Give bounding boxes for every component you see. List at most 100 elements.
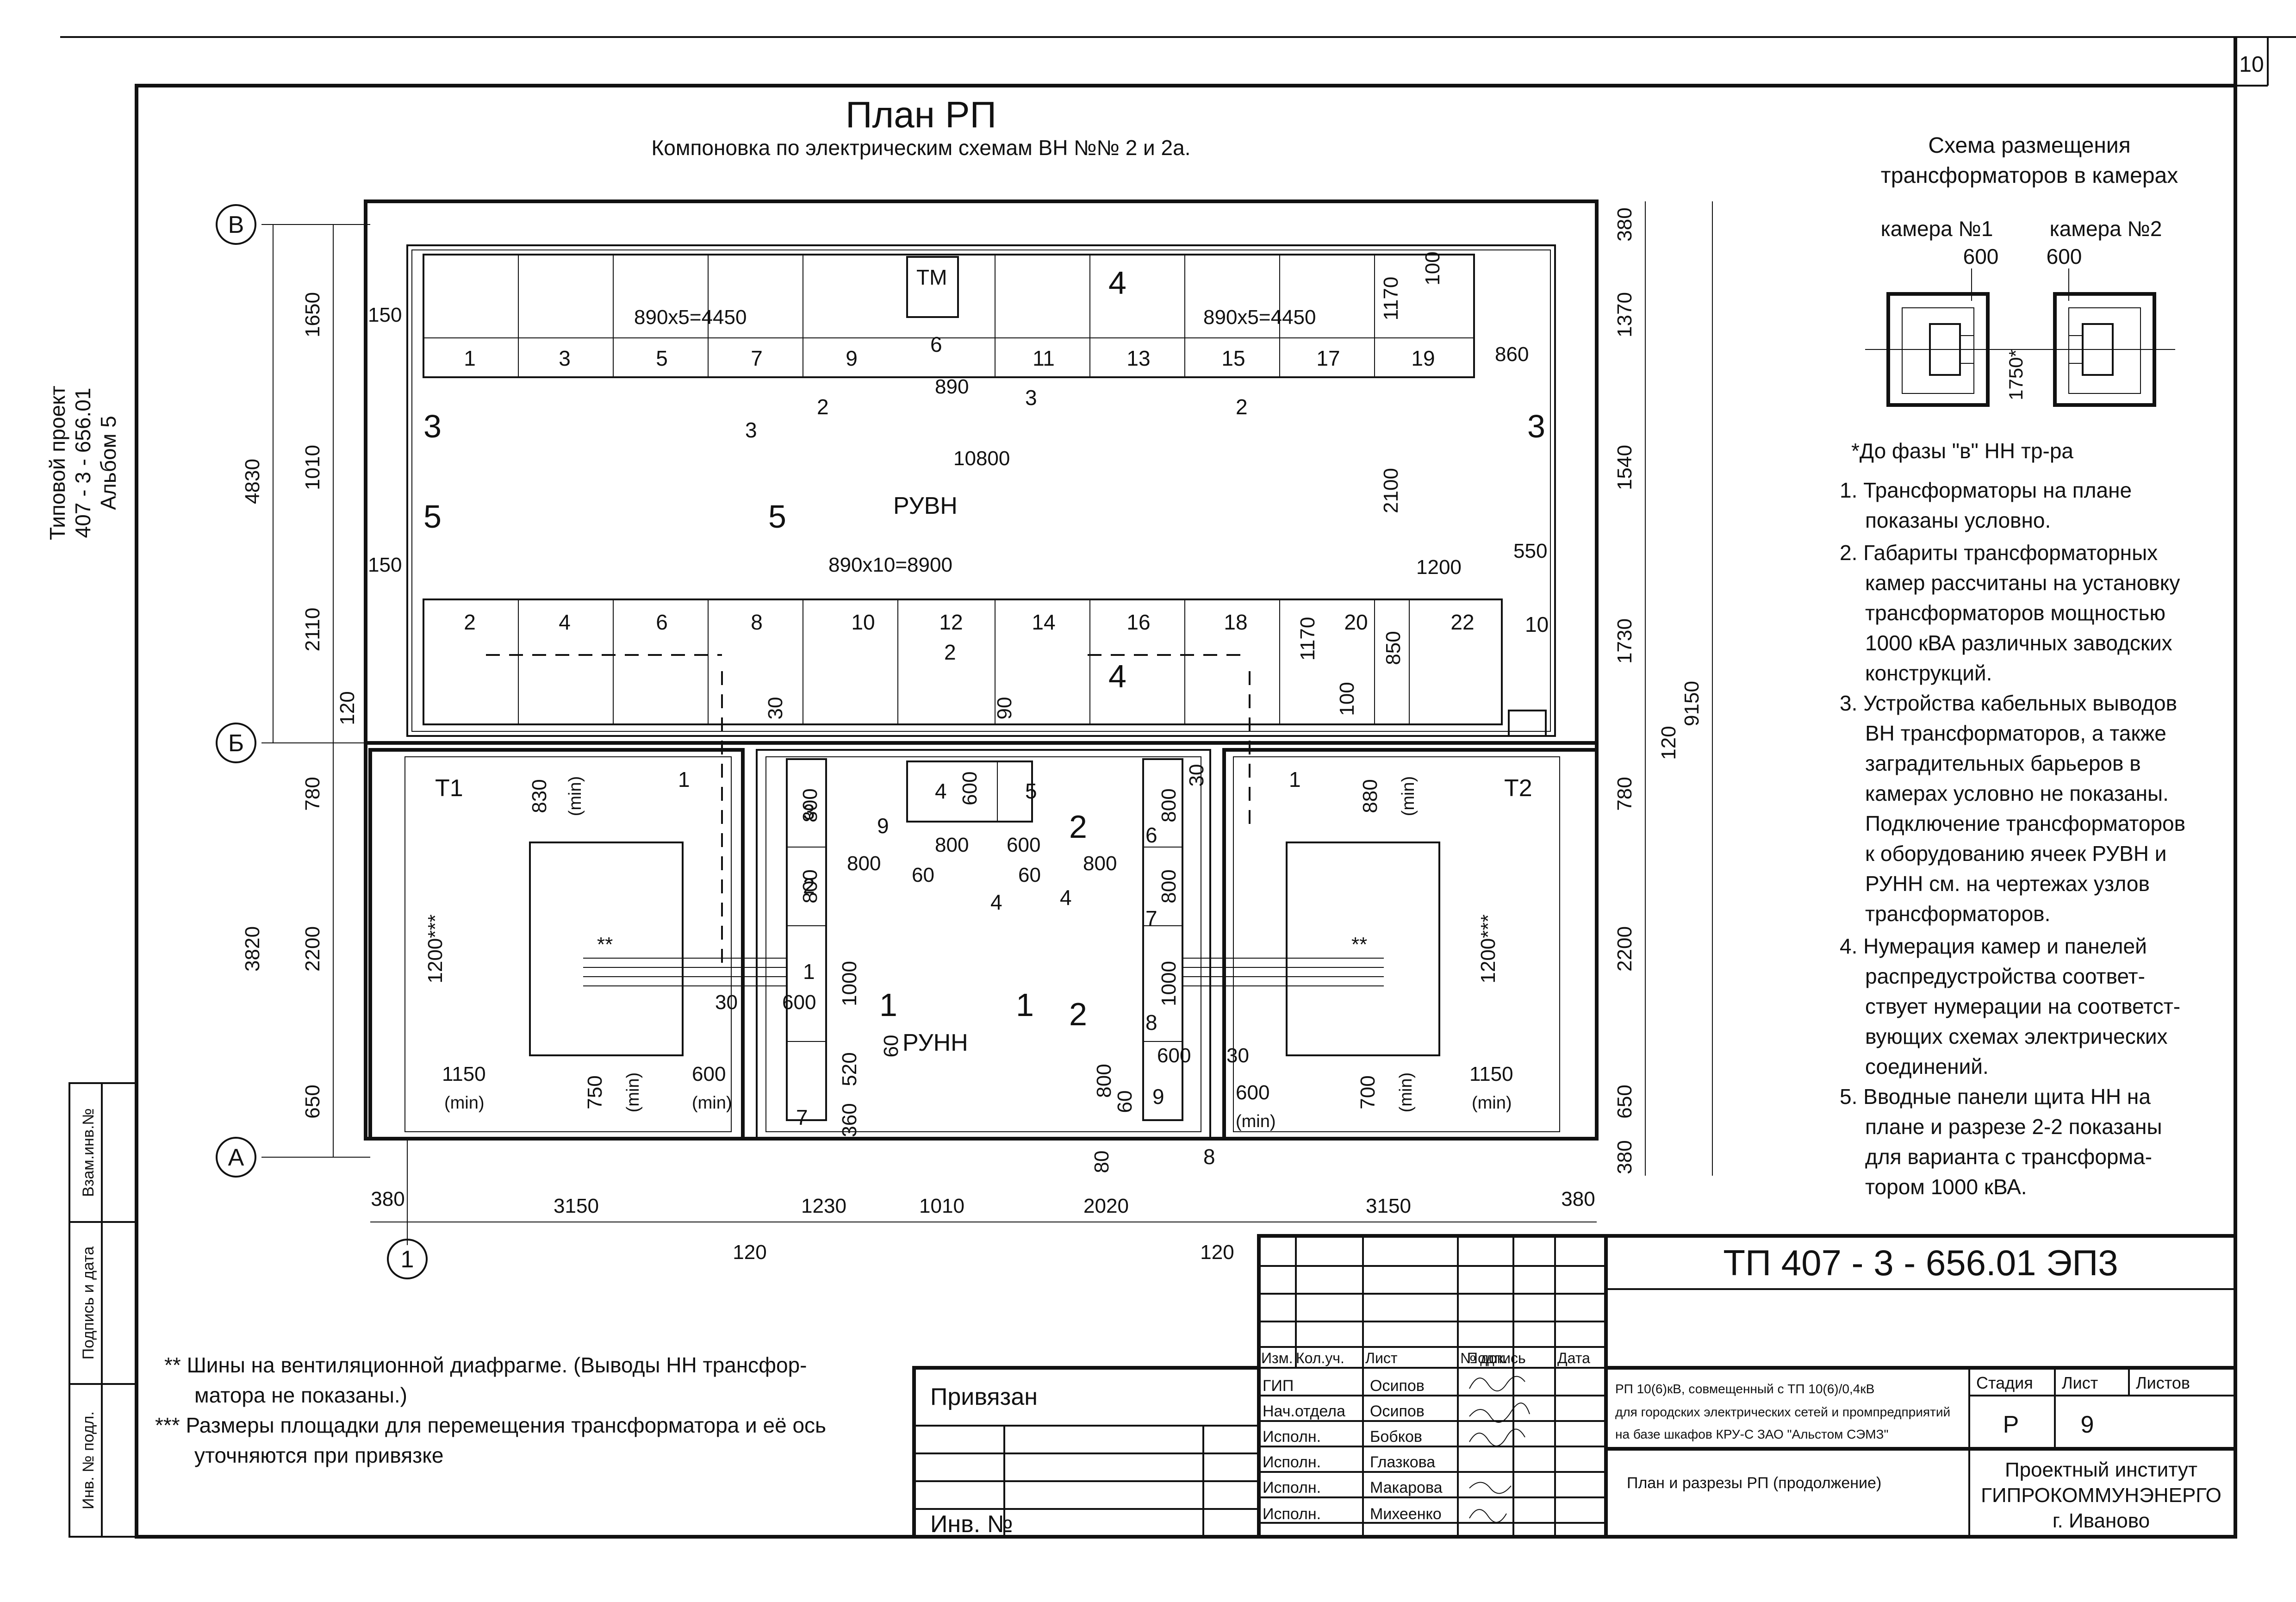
dim-550: 550 bbox=[1513, 540, 1547, 562]
dim-1000-r: 1000 bbox=[1157, 961, 1180, 1006]
callout-4-c: 4 bbox=[935, 779, 947, 803]
name: Осипов bbox=[1370, 1377, 1425, 1395]
room-tm: ТМ bbox=[916, 265, 947, 289]
hdr-data: Дата bbox=[1557, 1350, 1590, 1366]
dim-380-right: 380 bbox=[1561, 1188, 1595, 1210]
section-4-top: 4 bbox=[1108, 265, 1126, 301]
dim-1170-bottom: 1170 bbox=[1296, 617, 1319, 661]
side-stamp-line1: Типовой проект bbox=[45, 386, 69, 540]
dim-90: 90 bbox=[993, 697, 1016, 720]
dim-4830: 4830 bbox=[241, 459, 264, 504]
footnote-1b: матора не показаны.) bbox=[194, 1383, 407, 1407]
scheme-title-1: Схема размещения bbox=[1928, 133, 2130, 158]
title-roles: ГИП Нач.отдела Исполн. Исполн. Исполн. И… bbox=[1263, 1377, 1345, 1523]
dim-700: 700 bbox=[1356, 1075, 1379, 1109]
dim-star-left: ** bbox=[597, 933, 613, 956]
hdr-koluch: Кол.уч. bbox=[1296, 1350, 1344, 1366]
callout-5: 5 bbox=[1025, 779, 1037, 803]
dim-380-bottom: 380 bbox=[1613, 1140, 1636, 1174]
dim-60-c: 60 bbox=[880, 1035, 902, 1058]
dim-1650: 1650 bbox=[301, 292, 324, 337]
cell-number: 6 bbox=[656, 610, 668, 634]
dim-890: 890 bbox=[935, 375, 969, 398]
title-block bbox=[1257, 1234, 2237, 1539]
note-2-l1: 2. Габариты трансформаторных bbox=[1840, 541, 2158, 565]
side-stamp-line3: Альбом 5 bbox=[96, 416, 120, 510]
dim-800-r2: 800 bbox=[1157, 869, 1180, 903]
note-3-l3: заградительных барьеров в bbox=[1865, 751, 2141, 775]
hdr-izm: Изм. bbox=[1261, 1350, 1293, 1366]
title-description: РП 10(6)кВ, совмещенный с ТП 10(6)/0,4кВ… bbox=[1615, 1382, 1950, 1441]
dimension-lines bbox=[273, 201, 1713, 1222]
org-line2: ГИПРОКОММУНЭНЕРГО bbox=[1981, 1484, 2221, 1507]
dim-800-c: 800 bbox=[1083, 852, 1117, 875]
note-3-l5: Подключение трансформаторов bbox=[1865, 811, 2185, 835]
desc-line3: на базе шкафов КРУ-С ЗАО "Альстом СЭМЗ" bbox=[1615, 1427, 1888, 1441]
footnote-1a: ** Шины на вентиляционной диафрагме. (Вы… bbox=[164, 1353, 807, 1377]
dim-2100: 2100 bbox=[1380, 468, 1402, 513]
note-1-l2: показаны условно. bbox=[1865, 508, 2051, 532]
dim-800-l2: 800 bbox=[799, 869, 821, 903]
dim-1010: 1010 bbox=[301, 445, 324, 490]
dim-1150-left: 1150 bbox=[442, 1063, 486, 1085]
cell-number: 19 bbox=[1411, 346, 1435, 370]
dim-380-left: 380 bbox=[371, 1188, 404, 1210]
left-binding-strip: Взам.инв.№ Подпись и дата Инв. № подл. bbox=[68, 1082, 137, 1538]
dim-780-right: 780 bbox=[1613, 777, 1636, 810]
dim-520: 520 bbox=[838, 1052, 861, 1086]
scheme-1750: 1750* bbox=[2005, 349, 2027, 400]
callout-3-b: 3 bbox=[1025, 386, 1037, 410]
callout-labels: 1 1 1 2 2 2 2 3 3 3 4 4 4 5 6 6 7 7 8 8 … bbox=[678, 332, 1549, 1169]
cell-number: 2 bbox=[464, 610, 476, 634]
dim-890x10: 890x10=8900 bbox=[828, 554, 952, 576]
dim-890x5-right: 890x5=4450 bbox=[1203, 306, 1316, 329]
axis-markers bbox=[216, 204, 428, 1279]
room-t2: Т2 bbox=[1504, 775, 1532, 802]
note-4-l3: ствует нумерации на соответст- bbox=[1865, 994, 2180, 1018]
callout-6-a: 6 bbox=[930, 332, 942, 356]
callout-4-b: 4 bbox=[1060, 885, 1072, 910]
title-names: Осипов Осипов Бобков Глазкова Макарова М… bbox=[1370, 1377, 1443, 1523]
dim-100-bottom: 100 bbox=[1336, 682, 1358, 716]
dim-1200stars-right: 1200*** bbox=[1477, 914, 1500, 983]
dim-150-top: 150 bbox=[368, 304, 402, 326]
dim-120-right: 120 bbox=[1657, 726, 1680, 760]
dim-800-a: 800 bbox=[847, 852, 881, 875]
dim-650: 650 bbox=[301, 1085, 324, 1118]
title-code: ТП 407 - 3 - 656.01 ЭП3 bbox=[1723, 1242, 2118, 1283]
note-4-l4: вующих схемах электрических bbox=[1865, 1024, 2168, 1048]
hdr-list: Лист bbox=[1365, 1350, 1398, 1366]
dim-380-top: 380 bbox=[1613, 207, 1636, 241]
note-4-l5: соединений. bbox=[1865, 1054, 1989, 1078]
note-2-l5: конструкций. bbox=[1865, 661, 1992, 685]
note-4-l1: 4. Нумерация камер и панелей bbox=[1840, 934, 2147, 958]
scheme-note: *До фазы "в" НН тр-ра bbox=[1851, 439, 2073, 463]
name: Осипов bbox=[1370, 1403, 1425, 1420]
cell-numbers-top: 1 3 5 7 9 11 13 15 17 19 bbox=[464, 346, 1435, 370]
callout-3-c: 3 bbox=[803, 800, 815, 824]
title-headers: Изм. Кол.уч. Лист № док. Подпись Дата bbox=[1261, 1350, 1590, 1366]
callout-9-b: 9 bbox=[1152, 1085, 1164, 1109]
dim-850: 850 bbox=[1382, 631, 1405, 665]
dim-min-600-t2: (min) bbox=[1236, 1112, 1276, 1131]
hdr-podpis: Подпись bbox=[1467, 1350, 1526, 1366]
role: Исполн. bbox=[1263, 1428, 1321, 1446]
dim-600-b: 600 bbox=[782, 991, 816, 1014]
room-t1: Т1 bbox=[435, 775, 463, 802]
callout-8-b: 8 bbox=[1145, 1010, 1157, 1035]
cell-number: 8 bbox=[751, 610, 763, 634]
dim-360: 360 bbox=[838, 1103, 861, 1137]
dim-min-830: (min) bbox=[566, 776, 585, 817]
axis-v: В bbox=[228, 212, 244, 238]
side-stamp: Типовой проект 407 - 3 - 656.01 Альбом 5 bbox=[45, 386, 120, 540]
dim-1010-bottom: 1010 bbox=[919, 1195, 964, 1217]
desc-line1: РП 10(6)кВ, совмещенный с ТП 10(6)/0,4кВ bbox=[1615, 1382, 1874, 1396]
section-markers: 3 3 5 5 4 4 2 2 1 1 bbox=[423, 265, 1545, 1032]
footnote-2b: уточняются при привязке bbox=[194, 1443, 443, 1467]
section-2-a: 2 bbox=[1069, 809, 1087, 845]
dim-9150: 9150 bbox=[1680, 681, 1703, 726]
dim-100-top: 100 bbox=[1421, 251, 1444, 285]
name: Михеенко bbox=[1370, 1505, 1442, 1523]
cell-number: 14 bbox=[1032, 610, 1055, 634]
note-3-l8: трансформаторов. bbox=[1865, 902, 2050, 926]
